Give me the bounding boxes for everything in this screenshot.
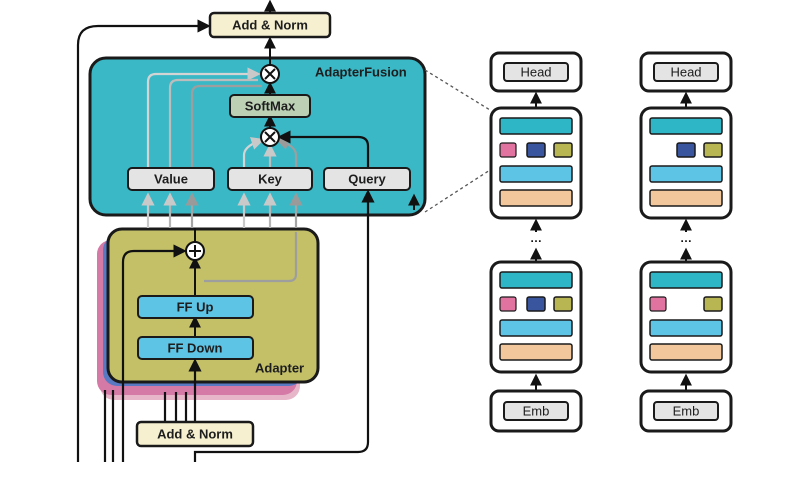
model-2-lower-layer (639, 260, 733, 374)
query-box: Query (323, 167, 411, 191)
adapter-fusion-panel: AdapterFusion (88, 56, 427, 217)
query-label: Query (348, 172, 386, 187)
adapter-title: Adapter (255, 361, 304, 376)
weighted-sum-multiply-icon (260, 64, 280, 84)
value-box: Value (127, 167, 215, 191)
model-2-fusion-layer (639, 106, 733, 220)
key-label: Key (258, 172, 283, 187)
key-box: Key (227, 167, 313, 191)
model-1-stack: Head … Emb (489, 51, 583, 433)
adapter-skip-connection (121, 244, 187, 462)
adapter-stack-input-lines (103, 358, 202, 462)
model-2-head-box: Head (639, 51, 733, 93)
residual-connection-line (76, 19, 211, 462)
model-1-head-label: Head (520, 65, 551, 80)
ff-up-label: FF Up (177, 300, 214, 315)
adapter-add-icon (185, 241, 205, 261)
model-2-emb-label: Emb (673, 404, 700, 419)
value-input-paths (141, 192, 303, 228)
query-to-score-path (277, 130, 370, 168)
ff-up-box: FF Up (137, 295, 254, 319)
model-1-emb-box: Emb (489, 389, 583, 433)
top-add-norm-box: Add & Norm (208, 11, 332, 39)
ff-down-label: FF Down (168, 341, 223, 356)
model-1-fusion-layer (489, 106, 583, 220)
softmax-box: SoftMax (229, 94, 311, 118)
ff-down-box: FF Down (137, 336, 254, 360)
model-1-head-box: Head (489, 51, 583, 93)
model-1-lower-layer (489, 260, 583, 374)
value-label: Value (154, 172, 188, 187)
bottom-add-norm-box: Add & Norm (135, 420, 255, 448)
adapter-fusion-title: AdapterFusion (315, 65, 407, 80)
model-2-head-label: Head (670, 65, 701, 80)
query-input-line (193, 189, 375, 462)
score-multiply-icon (260, 127, 280, 147)
model-2-stack: Head … Emb (639, 51, 733, 433)
value-to-output-paths (146, 67, 262, 168)
model-1-emb-label: Emb (523, 404, 550, 419)
model-2-ellipsis: … (680, 231, 692, 245)
adapter-to-key-path (204, 232, 298, 283)
model-1-ellipsis: … (530, 231, 542, 245)
top-add-norm-label: Add & Norm (232, 18, 308, 33)
zoom-indicator-lines (424, 69, 491, 213)
bottom-add-norm-label: Add & Norm (157, 427, 233, 442)
model-2-emb-box: Emb (639, 389, 733, 433)
softmax-label: SoftMax (245, 99, 296, 114)
